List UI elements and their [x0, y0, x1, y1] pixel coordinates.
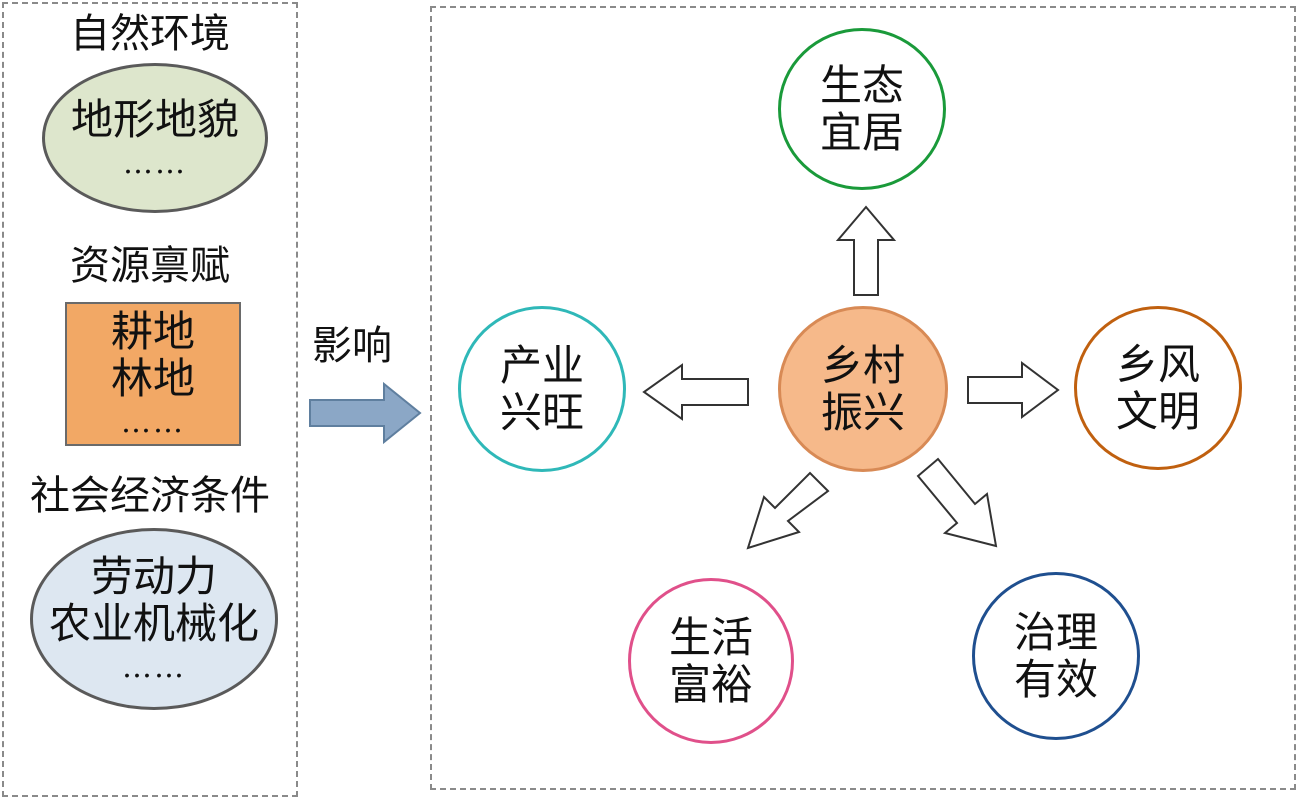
culture-line1: 乡风: [1115, 339, 1200, 389]
socio-econ-ellipse: 劳动力 农业机械化 ……: [30, 528, 278, 710]
socio-econ-title: 社会经济条件: [30, 473, 270, 519]
resource-box: 耕地 林地 ……: [65, 302, 241, 446]
terrain-label: 地形地貌: [70, 94, 239, 144]
arrow-to-culture: [967, 361, 1060, 419]
arrow-to-life: [746, 471, 830, 550]
arrow-to-industry: [642, 363, 749, 421]
arrow-to-governance: [916, 457, 998, 548]
life-line1: 生活: [668, 612, 753, 662]
socio-econ-ellipsis: ……: [122, 650, 186, 686]
industry-node: 产业 兴旺: [458, 306, 626, 472]
resource-title: 资源禀赋: [70, 243, 230, 289]
resource-ellipsis: ……: [121, 405, 185, 441]
center-line2: 振兴: [820, 388, 905, 437]
governance-line1: 治理: [1013, 607, 1098, 657]
ecology-line1: 生态: [819, 60, 904, 110]
factors-panel: [2, 2, 298, 797]
revitalization-panel: [430, 6, 1296, 790]
governance-line2: 有效: [1013, 655, 1098, 704]
natural-env-ellipsis: ……: [123, 145, 187, 181]
arrow-to-ecology: [835, 205, 897, 296]
life-node: 生活 富裕: [628, 578, 794, 744]
industry-line1: 产业: [499, 340, 584, 390]
forestland-label: 林地: [110, 354, 195, 404]
governance-node: 治理 有效: [972, 572, 1140, 740]
rural-revitalization-node: 乡村 振兴: [778, 306, 948, 472]
farmland-label: 耕地: [110, 307, 195, 357]
life-line2: 富裕: [668, 660, 753, 709]
influence-arrow: [309, 381, 422, 445]
ecology-node: 生态 宜居: [778, 28, 946, 190]
culture-line2: 文明: [1115, 387, 1200, 436]
industry-line2: 兴旺: [499, 388, 584, 437]
natural-env-title: 自然环境: [70, 11, 230, 57]
ecology-line2: 宜居: [819, 108, 904, 157]
labor-label: 劳动力: [90, 552, 217, 602]
mechanization-label: 农业机械化: [48, 599, 259, 649]
culture-node: 乡风 文明: [1074, 306, 1242, 470]
influence-label: 影响: [312, 323, 392, 369]
natural-env-ellipse: 地形地貌 ……: [42, 63, 268, 213]
center-line1: 乡村: [820, 340, 905, 390]
